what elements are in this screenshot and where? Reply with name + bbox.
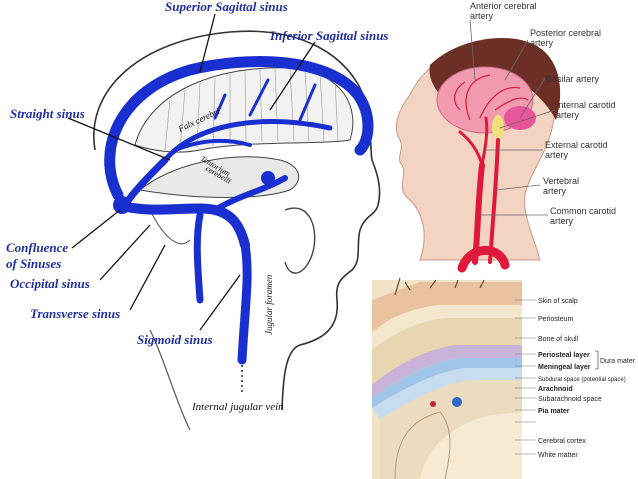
gyrus-outline: [394, 411, 451, 479]
external-carotid-vessel: [458, 130, 484, 167]
meninges-leader-lines: [515, 299, 599, 455]
aortic-arch: [457, 245, 510, 273]
white-matter-region: [420, 412, 522, 479]
label-jugular-foramen: Jugular foramen: [264, 274, 274, 335]
cavernous-node: [261, 171, 275, 185]
cerebellum-outline: [149, 209, 191, 245]
label-posterior-cerebral-line2: artery: [530, 38, 554, 48]
label-basilar-artery: Basilar artery: [546, 74, 600, 84]
label-internal-jugular-vein: Internal jugular vein: [191, 401, 284, 413]
label-anterior-cerebral-line1: Anterior cerebral: [470, 1, 537, 11]
brain-arteries: [453, 74, 529, 121]
layer-dura: [372, 345, 522, 398]
label-occipital-sinus: Occipital sinus: [10, 276, 90, 291]
sigmoid-sinus-vessel: [237, 240, 252, 365]
label-sigmoid-sinus: Sigmoid sinus: [137, 332, 213, 347]
label-periosteum: Periosteum: [538, 316, 574, 323]
falx-cerebri: [134, 67, 354, 153]
layer-arachnoid: [372, 368, 522, 420]
label-vertebral-line2: artery: [543, 186, 567, 196]
brainstem: [492, 115, 504, 139]
label-confluence-line1: Confluence: [6, 240, 68, 255]
label-transverse-sinus: Transverse sinus: [30, 306, 120, 321]
label-external-carotid-line1: External carotid: [545, 140, 608, 150]
label-internal-carotid-line1: Internal carotid: [556, 100, 616, 110]
cavernous-sinus-vessel: [212, 175, 288, 213]
label-skin-of-scalp: Skin of scalp: [538, 298, 578, 305]
head-outline: [93, 30, 381, 411]
vessel-blue: [452, 397, 462, 407]
transverse-sinus-vessel: [115, 200, 250, 250]
label-pia-mater: Pia mater: [538, 408, 570, 415]
hair: [429, 37, 561, 120]
label-white-matter: White matter: [538, 452, 578, 459]
label-cerebral-cortex: Cerebral cortex: [538, 438, 586, 445]
layer-periosteum: [372, 305, 522, 350]
tributary-vessel-3: [213, 93, 227, 120]
falx-hatching: [164, 68, 339, 151]
left-leader-lines: [67, 13, 316, 331]
venous-sinus-diagram: Superior Sagittal sinus Inferior Sagitta…: [6, 0, 389, 431]
right-top-leader-lines: [469, 19, 556, 216]
label-external-carotid-line2: artery: [545, 150, 569, 160]
vessel-red: [430, 401, 436, 407]
neck-arteries: [457, 116, 510, 273]
label-common-carotid-line1: Common carotid: [550, 206, 616, 216]
cerebral-arteries-diagram: Anterior cerebral artery Posterior cereb…: [395, 1, 616, 273]
layer-scalp: [372, 282, 522, 332]
label-common-carotid-line2: artery: [550, 216, 574, 226]
neck-outline: [149, 329, 191, 431]
label-bone-of-skull: Bone of skull: [538, 336, 579, 343]
label-internal-carotid-line2: artery: [556, 110, 580, 120]
superior-sagittal-sinus-vessel: [104, 56, 374, 201]
label-straight-sinus: Straight sinus: [10, 106, 85, 121]
label-arachnoid: Arachnoid: [538, 386, 573, 393]
ear-outline: [284, 207, 316, 274]
label-vertebral-line1: Vertebral: [543, 176, 579, 186]
label-superior-sagittal-sinus: Superior Sagittal sinus: [165, 0, 288, 14]
confluence-node: [113, 196, 131, 214]
label-subdural-space: Subdural space (potential space): [538, 377, 626, 383]
label-dura-mater: Dura mater: [600, 358, 636, 365]
label-periosteal-layer: Periosteal layer: [538, 352, 590, 359]
basal-vein-vessel: [173, 138, 252, 152]
tributary-vessel-1: [248, 78, 270, 117]
meninges-diagram: Skin of scalp Periosteum Bone of skull P…: [372, 277, 636, 479]
layer-bone: [372, 318, 522, 385]
label-confluence-line2: of Sinuses: [6, 256, 61, 271]
label-posterior-cerebral-line1: Posterior cerebral: [530, 28, 601, 38]
label-anterior-cerebral-line2: artery: [470, 11, 494, 21]
scalp-hairs: [394, 277, 485, 296]
internal-carotid-vessel: [480, 116, 489, 167]
occipital-sinus-vessel: [193, 211, 204, 304]
tributary-vessel-2: [298, 83, 317, 122]
layer-subdural: [372, 358, 522, 408]
label-subarachnoid-space: Subarachnoid space: [538, 396, 602, 403]
label-meningeal-layer: Meningeal layer: [538, 364, 591, 371]
label-inferior-sagittal-sinus: Inferior Sagittal sinus: [269, 28, 389, 43]
